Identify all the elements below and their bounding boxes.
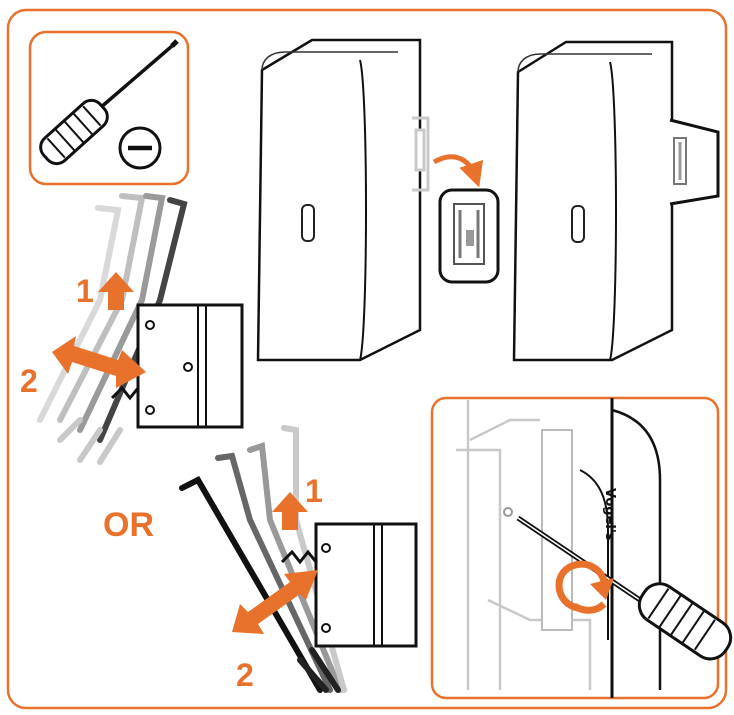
step-2-label-bottom: 2 bbox=[236, 657, 254, 693]
bracket-detail bbox=[438, 188, 500, 284]
speaker-left bbox=[256, 38, 430, 362]
tool-panel bbox=[28, 30, 190, 186]
step-2-label-top: 2 bbox=[20, 363, 38, 399]
lock-detail-panel: Vogel's bbox=[430, 396, 733, 700]
arrow-diagonal-bottom bbox=[232, 570, 318, 634]
arrow-up-bottom bbox=[272, 492, 308, 530]
brand-text: Vogel's bbox=[602, 488, 617, 541]
screwdriver-detail-icon bbox=[516, 515, 733, 661]
arrow-up-top bbox=[98, 272, 134, 310]
step-1-label-top: 1 bbox=[76, 273, 94, 309]
step-1-label-bottom: 1 bbox=[305, 473, 323, 509]
rail-assembly-bottom bbox=[179, 425, 418, 693]
mounted-bracket bbox=[669, 118, 720, 206]
minus-sign-icon bbox=[118, 126, 162, 170]
rotate-arrow-icon bbox=[555, 560, 614, 614]
arrow-horizontal-top bbox=[52, 336, 146, 388]
or-separator: OR bbox=[103, 506, 154, 544]
move-arrow bbox=[432, 154, 484, 188]
flathead-screwdriver-icon bbox=[39, 39, 179, 166]
speaker-bracket-ghost bbox=[412, 116, 430, 192]
speaker-right bbox=[512, 40, 720, 362]
